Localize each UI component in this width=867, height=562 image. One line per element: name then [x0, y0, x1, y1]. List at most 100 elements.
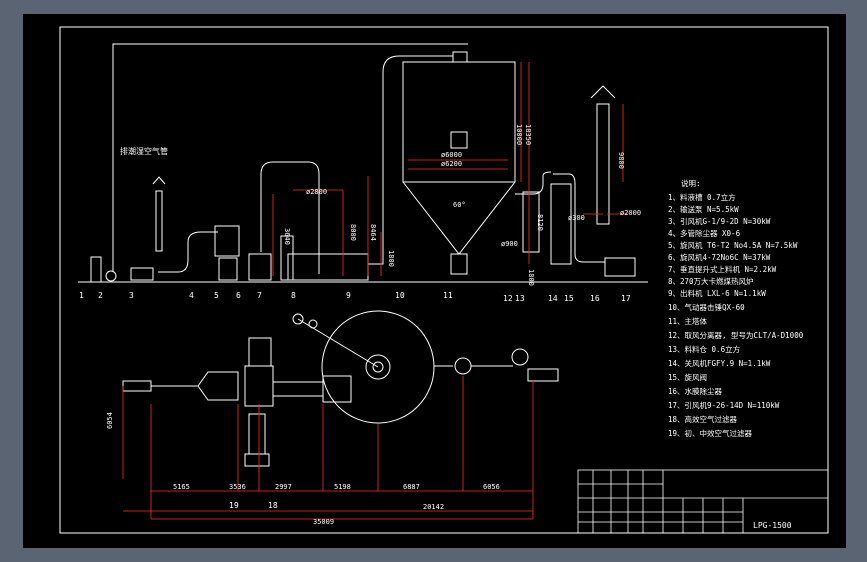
stack-cap — [152, 176, 166, 185]
feed-pump — [105, 270, 117, 282]
callout-12: 12 — [503, 294, 513, 303]
dim-h8000: 8000 — [349, 224, 357, 241]
dim-tower-height: 10000 — [515, 124, 523, 145]
fan-plan — [244, 365, 274, 407]
hot-air-duct — [260, 161, 320, 274]
legend-item-12: 12、取风分离器, 型号为CLT/A-D1000 — [668, 330, 804, 340]
pipe-note: 排潮湿空气管 — [120, 146, 168, 156]
inlet-line — [297, 318, 379, 368]
title-block — [577, 469, 829, 534]
cyclone-separator — [522, 191, 540, 253]
water-film-scrubber — [550, 183, 572, 265]
dim-chimney-height: 9800 — [617, 152, 625, 169]
legend-title: 说明: — [681, 178, 701, 188]
scrubber-duct — [553, 173, 605, 263]
callout-7: 7 — [257, 291, 262, 300]
induced-fan-17 — [604, 257, 636, 277]
dim-5198: 5198 — [334, 483, 351, 491]
outlet-discharger — [450, 253, 468, 275]
legend-item-7: 7、垂直提升式上料机 N=2.2kW — [668, 264, 777, 274]
legend-item-3: 3、引风机G-1/9-2D N=30kW — [668, 216, 771, 226]
heater-plan — [151, 371, 239, 401]
legend-item-6: 6、旋风机4-72No6C N=37kW — [668, 252, 771, 262]
exhaust-fan-plan — [527, 368, 559, 382]
scrubber-plan — [511, 348, 529, 366]
callout-14: 14 — [548, 294, 558, 303]
plan-callouts: 19 18 — [229, 501, 278, 510]
legend-item-1: 1、料液槽 0.7立方 — [668, 192, 736, 202]
furnace-plan — [292, 313, 304, 325]
legend-item-19: 19、初、中效空气过滤器 — [668, 428, 753, 438]
legend-item-10: 10、气动器击锤QX-60 — [668, 302, 745, 312]
dim-tower-height2: 18350 — [524, 124, 532, 145]
callout-17: 17 — [621, 294, 631, 303]
chimney-cap — [590, 85, 616, 99]
legend-item-2: 2、输送泵 N=5.5kW — [668, 204, 739, 214]
manifold-plan — [322, 375, 352, 403]
dim-2997: 2997 — [275, 483, 292, 491]
blower-plan — [248, 337, 272, 367]
drying-chamber — [402, 61, 516, 183]
dim-angle: 60° — [453, 201, 466, 209]
chamber-center-inner — [372, 361, 384, 373]
dim-h1800: 1800 — [387, 250, 395, 267]
legend-item-14: 14、关风机FGFY.9 N=1.1kW — [668, 358, 771, 368]
elevation-view — [78, 43, 648, 283]
dim-cone-dia: ø900 — [501, 240, 518, 248]
callout-19: 19 — [229, 501, 239, 510]
chamber-plan-circle — [321, 310, 435, 424]
legend: 说明: 1、料液槽 0.7立方 2、输送泵 N=5.5kW 3、引风机G-1/9… — [668, 178, 804, 438]
dim-h8120: 8120 — [536, 214, 544, 231]
dim-h8464: 8464 — [369, 224, 377, 241]
elevation-callouts: 1 2 3 4 5 6 7 8 9 10 11 12 13 14 15 16 1… — [79, 291, 631, 303]
callout-5: 5 — [214, 291, 219, 300]
dim-d300: ø300 — [568, 214, 585, 222]
filter-18-plan — [248, 413, 266, 455]
liquid-tank — [90, 256, 102, 283]
dim-6056: 6056 — [483, 483, 500, 491]
plan-view — [122, 310, 559, 467]
elevation-dim-labels: ø6000 ø6200 10000 18350 9800 60° ø900 ø2… — [283, 124, 641, 286]
legend-item-5: 5、旋风机 T6-T2 No4.5A N=7.5kW — [668, 240, 798, 250]
callout-1: 1 — [79, 291, 84, 300]
dim-6054: 6054 — [106, 412, 114, 429]
callout-11: 11 — [443, 291, 453, 300]
filter-19-plan — [122, 380, 152, 392]
inspection-door — [450, 131, 468, 149]
filter-18-base — [244, 453, 270, 467]
dim-d2000: ø2000 — [620, 209, 641, 217]
legend-item-4: 4、多管除尘器 X0-6 — [668, 228, 741, 238]
callout-6: 6 — [236, 291, 241, 300]
exhaust-pipe — [112, 43, 468, 272]
drawing-sheet: ø6000 ø6200 10000 18350 9800 60° ø900 ø2… — [23, 14, 846, 548]
plan-dimension-lines — [122, 376, 534, 520]
dim-furnace-h: 3640 — [283, 228, 291, 245]
cyclone-fan-5 — [218, 257, 238, 281]
elevator-plan — [308, 319, 318, 329]
dim-3536: 3536 — [229, 483, 246, 491]
cad-drawing: ø6000 ø6200 10000 18350 9800 60° ø900 ø2… — [59, 26, 829, 534]
callout-2: 2 — [98, 291, 103, 300]
tower-inlet-duct — [368, 55, 453, 265]
elevation-dimension-lines — [272, 62, 627, 276]
duct-4 — [158, 231, 218, 273]
legend-item-15: 15、旋风阀 — [668, 372, 707, 382]
callout-4: 4 — [189, 291, 194, 300]
legend-item-11: 11、主塔体 — [668, 316, 708, 326]
fan-stack — [155, 190, 163, 252]
drying-cone — [402, 181, 516, 255]
callout-18: 18 — [268, 501, 278, 510]
separator-plan — [454, 357, 472, 375]
legend-item-9: 9、出料机 LXL-6 N=1.1kW — [668, 288, 766, 298]
callout-16: 16 — [590, 294, 600, 303]
induced-fan-3 — [130, 267, 154, 281]
dim-chamber-dia: ø6200 — [441, 160, 462, 168]
plan-dim-labels: 6054 5165 3536 2997 5198 6887 6056 20142… — [106, 412, 500, 526]
legend-item-13: 13、料料仓 0.6立方 — [668, 344, 741, 354]
bucket-elevator — [280, 235, 294, 281]
dim-6887: 6887 — [403, 483, 420, 491]
legend-item-17: 17、引风机9-26-14D N=110kW — [668, 400, 780, 410]
coal-hot-air-furnace — [287, 253, 369, 281]
legend-item-18: 18、高效空气过滤器 — [668, 414, 738, 424]
legend-item-16: 16、水膜除尘器 — [668, 386, 723, 396]
